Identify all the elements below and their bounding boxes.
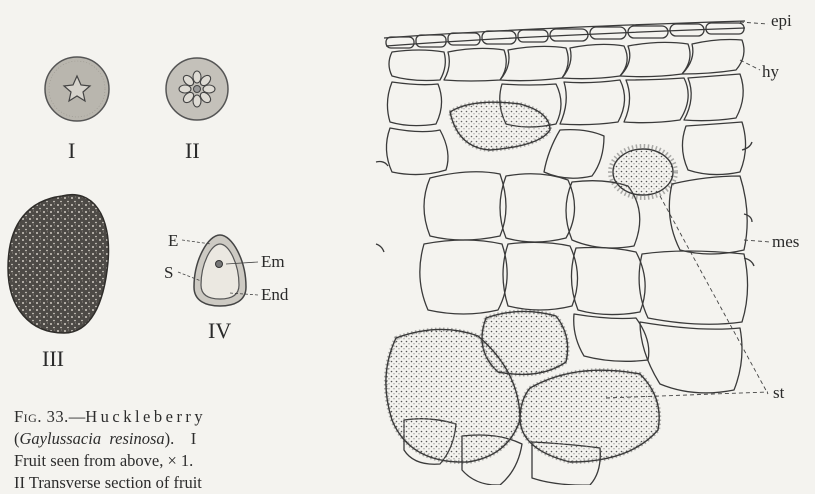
caption-roman-1: I bbox=[191, 429, 197, 448]
label-e: E bbox=[168, 232, 178, 249]
caption-line-4: II Transverse section of fruit bbox=[14, 472, 304, 494]
stone-cells bbox=[386, 102, 676, 462]
caption-dash: — bbox=[69, 407, 86, 426]
label-seed: III bbox=[42, 348, 64, 370]
label-seed-section: IV bbox=[208, 320, 231, 342]
label-fruit-section: II bbox=[185, 140, 200, 162]
label-epi: epi bbox=[771, 12, 792, 29]
caption-line-2: (Gaylussacia resinosa). I bbox=[14, 428, 304, 450]
label-st: st bbox=[773, 384, 784, 401]
fruit-top-view bbox=[45, 57, 109, 121]
label-em: Em bbox=[261, 253, 285, 270]
label-s: S bbox=[164, 264, 173, 281]
figure-caption: Fig. 33.—Huckleberry (Gaylussacia resino… bbox=[14, 406, 304, 494]
caption-common-name: Huckleberry bbox=[85, 407, 206, 426]
caption-genus: Gaylussacia bbox=[20, 429, 102, 448]
seed bbox=[8, 195, 109, 333]
label-end: End bbox=[261, 286, 288, 303]
caption-close-paren: ). bbox=[165, 429, 175, 448]
label-fruit-top: I bbox=[68, 140, 75, 162]
label-hy: hy bbox=[762, 63, 779, 80]
caption-species: resinosa bbox=[109, 429, 164, 448]
caption-line-1: Fig. 33.—Huckleberry bbox=[14, 406, 304, 428]
label-mes: mes bbox=[772, 233, 799, 250]
caption-line-3: Fruit seen from above, × 1. bbox=[14, 450, 304, 472]
caption-fig-number: Fig. 33. bbox=[14, 407, 69, 426]
epidermis-cells bbox=[384, 21, 745, 48]
fruit-transverse-section bbox=[166, 58, 228, 120]
seed-section bbox=[178, 235, 258, 306]
hypodermis-cells bbox=[389, 40, 744, 82]
